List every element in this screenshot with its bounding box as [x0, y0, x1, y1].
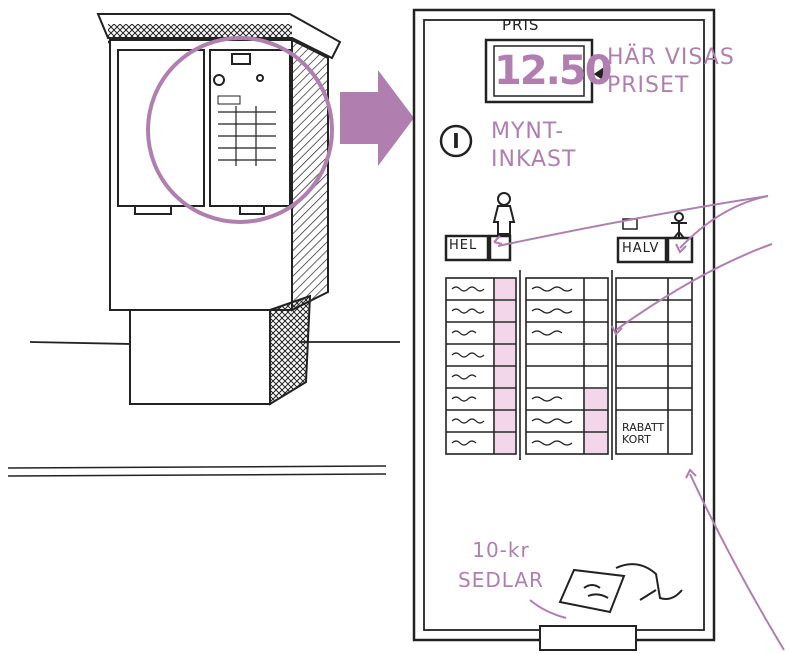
panel-outer-frame	[412, 8, 716, 642]
full-fare-box	[444, 234, 490, 262]
price-annotation: HÄR VISAS PRISET	[607, 45, 735, 98]
full-fare-label: HEL	[449, 238, 478, 253]
machine-panel	[412, 8, 716, 651]
discount-card-label: RABATT KORT	[622, 421, 665, 446]
kiosk-pedestal	[129, 309, 271, 405]
kiosk-upper-side	[291, 38, 329, 312]
fare-button-fills	[495, 279, 607, 453]
banknote-slot	[539, 625, 637, 651]
annotation-arrows	[493, 195, 785, 651]
coin-slot-symbol: I	[452, 129, 460, 153]
destination-scribbles	[451, 286, 573, 446]
kiosk-upper-front	[109, 39, 293, 311]
floor-line	[7, 465, 387, 477]
coin-slot	[439, 124, 473, 158]
banknote-hand-icon	[558, 563, 683, 614]
ground-line	[29, 341, 400, 345]
destination-grid	[445, 270, 693, 460]
price-display-value: 12.50	[494, 48, 613, 94]
half-fare-box	[616, 236, 668, 264]
price-label: PRIS	[502, 16, 540, 34]
zoom-circle	[146, 36, 334, 224]
price-display	[484, 38, 594, 104]
half-fare-label: HALV	[622, 241, 660, 256]
child-passenger-icon	[671, 212, 687, 239]
zoom-arrow-icon	[340, 70, 414, 166]
half-fare-button	[666, 236, 694, 264]
kiosk-pedestal-side	[269, 294, 312, 406]
coin-slot-annotation: MYNT- INKAST	[491, 119, 577, 172]
banknote-annotation: 10-kr SEDLAR	[458, 538, 544, 592]
kiosk-sketch	[7, 13, 400, 477]
adult-passenger-icon	[492, 192, 516, 235]
